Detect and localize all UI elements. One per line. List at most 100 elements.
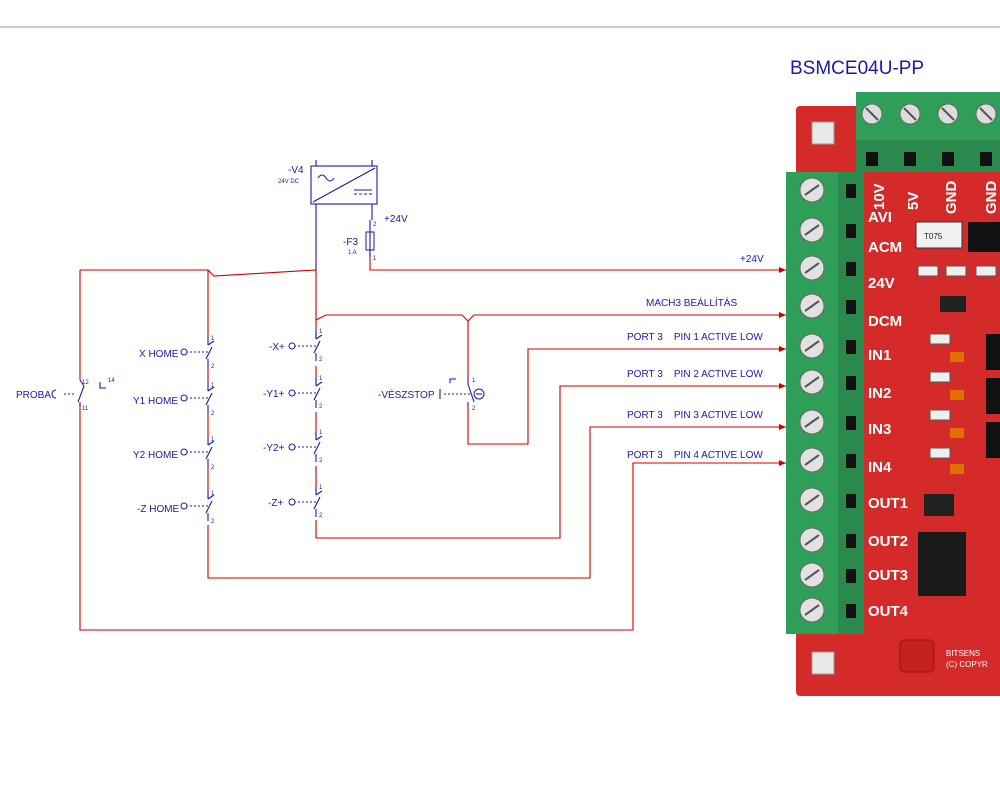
wire-label-mach3: MACH3 BEÁLLÍTÁS xyxy=(646,296,737,309)
sw-mid-pin-a-1: 1 xyxy=(319,376,323,382)
home-switch-2 xyxy=(180,437,215,467)
power-supply-rating: 24V DC xyxy=(278,179,300,185)
limit-switch-0 xyxy=(288,331,323,361)
switch-label-x-limit: -X+ xyxy=(269,342,285,353)
fuse-pin-top: 2 xyxy=(373,222,377,228)
board-footer-line1: BITSENS xyxy=(946,649,980,658)
wire-in2 xyxy=(315,385,786,539)
home-switch-0 xyxy=(180,337,215,367)
smd-components xyxy=(899,265,1000,673)
wiring xyxy=(79,207,786,631)
wire-label-in4: PORT 3 PIN 4 ACTIVE LOW xyxy=(627,450,763,461)
estop-label: -VÉSZSTOP xyxy=(378,388,435,401)
sw-mid-pin-a-2: 1 xyxy=(319,430,323,436)
sw-left-pin-b-1: 2 xyxy=(211,411,215,417)
fuse-rating: 1 A xyxy=(348,250,357,256)
limit-switch-3 xyxy=(288,487,323,517)
power-supply-tag: -V4 xyxy=(288,165,304,176)
board-label-out4: OUT4 xyxy=(868,603,909,620)
limit-switch-1 xyxy=(288,378,323,408)
sw-left-pin-b-2: 2 xyxy=(211,465,215,471)
board-label-24v: 24V xyxy=(868,275,895,292)
ac-wave-icon xyxy=(317,174,335,182)
sw-left-pin-a-2: 1 xyxy=(211,437,215,443)
board-label-in1: IN1 xyxy=(868,347,891,364)
mount-hole-top xyxy=(811,121,835,145)
switch-label-y1-home: Y1 HOME xyxy=(133,396,178,407)
wire-24v xyxy=(369,253,786,271)
board-label-out2: OUT2 xyxy=(868,533,908,550)
power-supply-v4 xyxy=(310,160,378,220)
mount-hole-bottom xyxy=(811,651,835,675)
terminal-screw-10 xyxy=(799,562,856,588)
home-switches xyxy=(180,337,215,521)
wire-common-top xyxy=(80,269,317,337)
switch-label-y2-home: Y2 HOME xyxy=(133,450,178,461)
board-top-label-3: GND xyxy=(943,181,960,215)
board-label-acm: ACM xyxy=(868,239,902,256)
wire-label-in1: PORT 3 PIN 1 ACTIVE LOW xyxy=(627,332,763,343)
controller-board: 10V 5V GND GND AVI ACM 24V DCM IN1 IN2 I… xyxy=(786,92,1000,696)
fuse-net-label: +24V xyxy=(384,214,408,225)
board-top-label-2: 5V xyxy=(905,192,922,210)
sw-left-pin-a-1: 1 xyxy=(211,383,215,389)
board-label-out1: OUT1 xyxy=(868,495,908,512)
home-switch-3 xyxy=(180,491,215,521)
estop-pin-b: 2 xyxy=(472,406,476,412)
wire-label-in2: PORT 3 PIN 2 ACTIVE LOW xyxy=(627,369,763,380)
probe-contact xyxy=(51,379,106,406)
probe-label: PROBA xyxy=(16,390,51,401)
sw-left-pin-b-3: 2 xyxy=(211,519,215,525)
switch-label-z-home: -Z HOME xyxy=(137,504,180,515)
left-screws xyxy=(799,177,856,623)
board-footer-line2: (C) COPYR xyxy=(946,660,988,669)
limit-switches xyxy=(288,331,323,517)
board-chip-label: T075 xyxy=(924,232,943,241)
board-title: BSMCE04U-PP xyxy=(790,58,924,79)
terminal-screw-5 xyxy=(799,369,856,395)
board-top-label-1: 10V xyxy=(871,183,888,210)
estop-pin-a: 1 xyxy=(472,378,476,384)
board-label-avi: AVI xyxy=(868,209,892,226)
fuse-pin-bottom: 1 xyxy=(373,256,377,262)
terminal-screw-0 xyxy=(799,177,856,203)
terminal-screw-9 xyxy=(799,527,856,553)
wire-label-24v: +24V xyxy=(740,254,764,265)
wire-label-in3: PORT 3 PIN 3 ACTIVE LOW xyxy=(627,410,763,421)
sw-mid-pin-a-0: 1 xyxy=(319,329,323,335)
sw-mid-pin-b-1: 2 xyxy=(319,404,323,410)
terminal-screw-4 xyxy=(799,333,856,359)
terminal-screw-7 xyxy=(799,447,856,473)
estop-switch xyxy=(439,378,485,406)
limit-switch-2 xyxy=(288,432,323,462)
probe-pin-14: 14 xyxy=(108,378,115,384)
top-terminal-base xyxy=(856,140,1000,172)
board-top-label-4: GND xyxy=(983,181,1000,215)
switch-label-x-home: X HOME xyxy=(139,349,179,360)
sw-left-pin-a-0: 1 xyxy=(211,336,215,342)
wire-in4 xyxy=(79,404,786,631)
sw-mid-pin-b-2: 2 xyxy=(319,458,323,464)
probe-pin-12: 12 xyxy=(82,380,89,386)
left-terminal-block xyxy=(786,172,838,634)
wire-mach3 xyxy=(315,314,786,322)
wire-in3 xyxy=(207,426,786,579)
terminal-screw-1 xyxy=(799,217,856,243)
sw-mid-pin-b-3: 2 xyxy=(319,513,323,519)
wire-in1 xyxy=(467,348,786,445)
terminal-screw-8 xyxy=(799,487,856,513)
sw-mid-pin-b-0: 2 xyxy=(319,357,323,363)
board-label-in2: IN2 xyxy=(868,385,891,402)
sw-mid-pin-a-3: 1 xyxy=(319,485,323,491)
switch-label-y2-limit: -Y2+ xyxy=(263,443,285,454)
switch-label-y1-limit: -Y1+ xyxy=(263,389,285,400)
left-terminal-base xyxy=(838,172,864,634)
board-chip-t075 xyxy=(915,221,963,249)
terminal-screw-6 xyxy=(799,409,856,435)
board-label-in4: IN4 xyxy=(868,459,892,476)
fuse-f3 xyxy=(365,220,375,256)
probe-pin-11: 11 xyxy=(82,406,89,412)
terminal-screw-2 xyxy=(799,255,856,281)
